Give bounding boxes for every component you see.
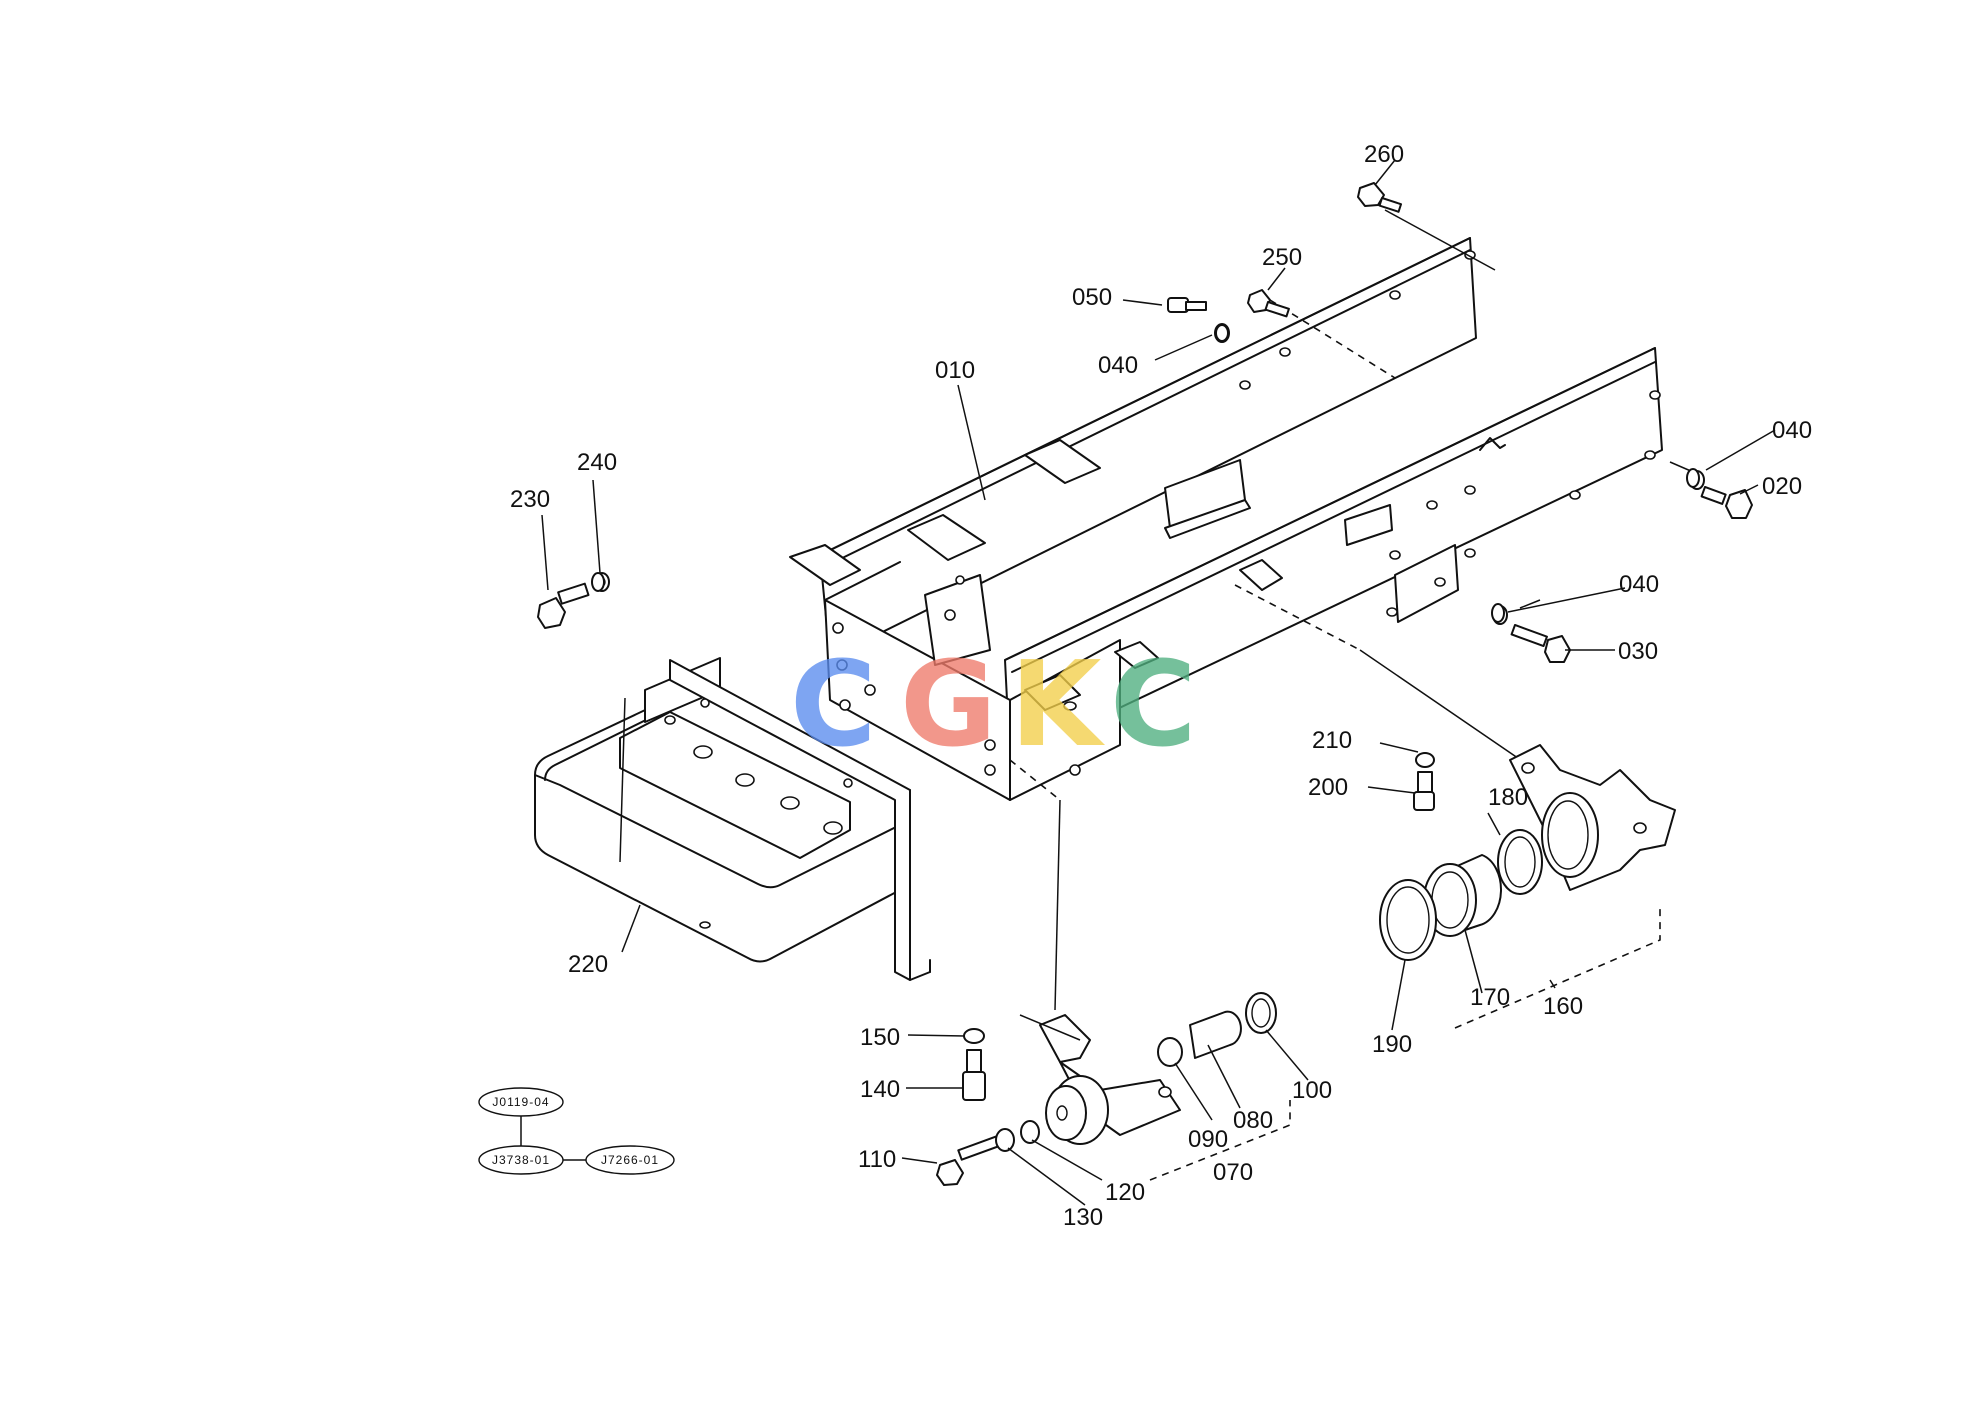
label-080: 080 [1233, 1107, 1273, 1134]
label-200: 200 [1308, 774, 1348, 801]
bracket-assembly-160 [1379, 744, 1676, 1029]
part-labels: 010 050 040 250 260 040 020 040 030 230 … [510, 141, 1812, 1231]
washers [591, 324, 1700, 623]
alignment-lines [1009, 209, 1701, 1011]
label-220: 220 [568, 951, 608, 978]
ref-code-top: J0119-04 [492, 1095, 549, 1109]
bolt-110 [936, 1120, 1040, 1186]
bolt-250 [1247, 289, 1290, 318]
label-050: 050 [1072, 284, 1112, 311]
label-090: 090 [1188, 1126, 1228, 1153]
label-140: 140 [860, 1076, 900, 1103]
label-020: 020 [1762, 473, 1802, 500]
watermark-letter-2: G [900, 635, 997, 773]
main-frame [789, 237, 1663, 801]
label-150: 150 [860, 1024, 900, 1051]
label-130: 130 [1063, 1204, 1103, 1231]
label-040-top: 040 [1098, 352, 1138, 379]
label-100: 100 [1292, 1077, 1332, 1104]
bolt-260 [1357, 182, 1403, 213]
reference-codes: J0119-04 J3738-01 J7266-01 [478, 1087, 675, 1175]
watermark-letter-3: K [1010, 635, 1106, 773]
label-250: 250 [1262, 244, 1302, 271]
watermark-letter-4: C [1110, 635, 1197, 773]
label-170: 170 [1470, 984, 1510, 1011]
bolt-140-150 [962, 1028, 986, 1101]
label-210: 210 [1312, 727, 1352, 754]
ref-code-right: J7266-01 [601, 1153, 659, 1167]
label-110: 110 [858, 1146, 896, 1173]
label-260: 260 [1364, 141, 1404, 168]
footstep-part-220 [534, 657, 931, 981]
leader-lines [541, 159, 1776, 1206]
label-040-lower: 040 [1619, 571, 1659, 598]
label-230: 230 [510, 486, 550, 513]
label-030: 030 [1618, 638, 1658, 665]
label-010: 010 [935, 357, 975, 384]
label-240: 240 [577, 449, 617, 476]
label-160: 160 [1543, 993, 1583, 1020]
watermark: C G K C [790, 635, 1197, 773]
watermark-letter-1: C [790, 635, 877, 773]
bolt-230 [537, 572, 610, 629]
label-070: 070 [1213, 1159, 1253, 1186]
bolt-200-210 [1413, 752, 1435, 811]
label-180: 180 [1488, 784, 1528, 811]
ref-code-left: J3738-01 [492, 1153, 550, 1167]
label-190: 190 [1372, 1031, 1412, 1058]
label-040-right: 040 [1772, 417, 1812, 444]
label-120: 120 [1105, 1179, 1145, 1206]
bracket-assembly-070 [1019, 992, 1291, 1181]
bolt-020 [1689, 470, 1753, 519]
